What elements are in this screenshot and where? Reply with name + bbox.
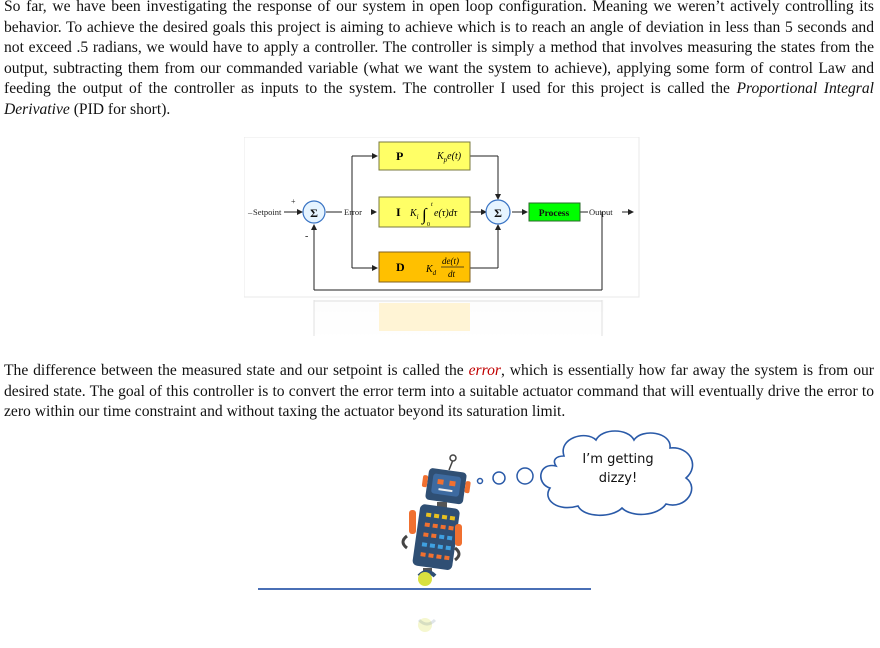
setpoint-label: Setpoint <box>253 207 282 217</box>
output-sum-symbol: Σ <box>494 206 502 220</box>
error-sum-junction <box>302 200 326 224</box>
i-gain-sub: i <box>417 213 419 221</box>
intro-text: So far, we have been investigating the r… <box>4 0 874 98</box>
thought-cloud: I’m getting dizzy! <box>534 426 702 518</box>
integral-lower: 0 <box>427 222 430 228</box>
svg-text:Ki: Ki <box>409 208 419 221</box>
d-gain-sub: d <box>433 269 437 277</box>
p-label: P <box>396 149 403 163</box>
i-block <box>378 196 471 228</box>
pid-name: Proportional Integral Derivative <box>4 80 875 118</box>
output-label: Output <box>589 207 613 217</box>
svg-text:–: – <box>247 207 253 217</box>
i-term: e(τ)dτ <box>434 208 458 219</box>
minus-sign: - <box>305 231 308 242</box>
output-sum-junction <box>485 199 511 225</box>
error-text: The difference between the measured stat… <box>4 362 469 379</box>
svg-text:Kpe(t): Kpe(t) <box>436 151 462 164</box>
intro-text-end: (PID for short). <box>69 100 171 118</box>
d-label: D <box>396 260 405 274</box>
i-label: I <box>396 205 401 219</box>
d-gain: K <box>425 264 434 275</box>
integral-upper: t <box>431 202 433 208</box>
ground-line <box>258 588 591 590</box>
error-label: Error <box>344 207 362 217</box>
thought-line-1: I’m getting <box>582 452 654 467</box>
p-block <box>378 141 471 171</box>
d-numerator: de(t) <box>442 256 459 266</box>
integral-sign: ∫ <box>421 205 428 225</box>
p-gain: K <box>436 151 445 162</box>
svg-text:Kd: Kd <box>425 264 437 277</box>
intro-paragraph: So far, we have been investigating the r… <box>4 0 874 121</box>
robot-icon <box>383 448 478 643</box>
error-paragraph: The difference between the measured stat… <box>4 361 874 423</box>
d-denominator: dt <box>448 269 456 279</box>
error-text-end: , which is essentially how far away the … <box>4 362 874 421</box>
thought-line-2: dizzy! <box>598 471 638 486</box>
error-sum-symbol: Σ <box>310 206 318 220</box>
pid-block-diagram: Setpoint – + - Error Output Σ Σ P Kpe(t)… <box>244 137 640 336</box>
process-block <box>528 202 581 222</box>
p-term: e(t) <box>447 151 462 162</box>
error-word: error <box>468 362 501 379</box>
thought-dots <box>476 467 534 485</box>
process-label: Process <box>539 209 570 219</box>
diagram-reflection <box>313 300 604 336</box>
i-gain: K <box>409 208 418 219</box>
plus-sign: + <box>291 197 296 206</box>
p-gain-sub: p <box>443 156 448 164</box>
